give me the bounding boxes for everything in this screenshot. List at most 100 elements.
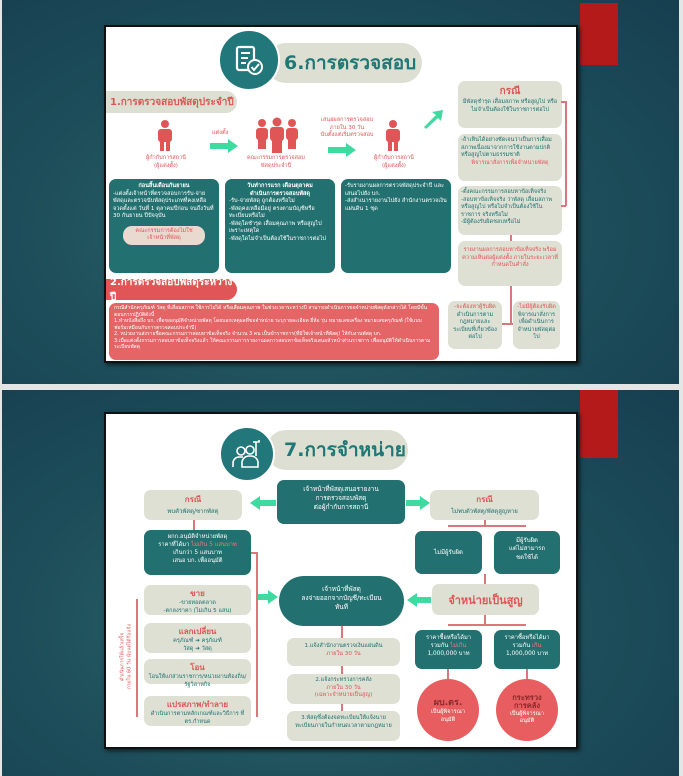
method-body: โอนให้แก่ส่วนราชการ/หน่วยงานท้องถิ่น/รัฐ… xyxy=(148,674,247,688)
diagonal-arrow-icon xyxy=(424,110,443,129)
box-action: พิจารณาสั่งการเพื่อจำหน่ายพัสดุ xyxy=(471,159,549,166)
committee-group-icon xyxy=(256,117,298,153)
approver-title: กระทรวง การคลัง xyxy=(512,693,542,711)
case-box: กรณี มีพัสดุชำรุด เสื่อมสภาพ หรือสูญไป ห… xyxy=(458,81,562,128)
committee-label: คณะกรรมการตรวจสอบ พัสดุประจำปี xyxy=(247,155,305,169)
case-title: กรณี xyxy=(184,495,202,504)
liable-unable-to-pay-box: มีผู้รับผิด แต่ไม่สามารถ ชดใช้ได้ xyxy=(494,531,560,574)
page-title: 6.การตรวจสอบ xyxy=(266,43,422,83)
connector-line xyxy=(448,624,526,626)
write-off-as-lost-box: จำหน่ายเป็นสูญ xyxy=(432,584,539,615)
liable-person-box: -จะต้องหาผู้รับผิด ดำเนินการตามกฎหมายและ… xyxy=(448,301,502,349)
step-text: 3.พัสดุซึ่งต้องจดทะเบียนให้แจ้งนายทะเบีย… xyxy=(295,715,392,729)
page-title: 7.การจำหน่าย xyxy=(266,430,408,470)
red-accent-tab xyxy=(580,3,618,65)
price-text: ราคาซื้อหรือได้มา รวมกัน xyxy=(425,635,472,650)
price-condition: เกิน xyxy=(532,643,542,650)
connector-line xyxy=(510,286,512,323)
supervisor-label: ผู้กำกับการสถานี (ผู้แต่งตั้ง) xyxy=(373,155,415,169)
approver-police-commissioner: ผบ.ตร. เป็นผู้พิจารณา อนุมัติ xyxy=(417,679,479,741)
box-first-workday-october: วันทำการแรก เดือนตุลาคม ดำเนินการตรวจสอบ… xyxy=(225,179,335,273)
red-accent-tab xyxy=(580,390,618,458)
step-text: 1.แจ้งสำนักงานตรวจเงินแผ่นดิน xyxy=(304,643,383,649)
price-under-limit-box: ราคาซื้อหรือได้มา รวมกัน ไม่เกิน 1,000,0… xyxy=(415,630,482,669)
box-body: -รับรายงานผลการตรวจพัสดุประจำปี และเสนอไ… xyxy=(345,183,447,212)
method-title: แลกเปลี่ยน xyxy=(178,627,217,636)
obvious-deterioration-box: -ถ้าเห็นได้อย่างชัดเจนว่าเป็นการเสื่อมสภ… xyxy=(458,134,562,181)
left-arrow-icon xyxy=(407,593,431,607)
approver-title: ผบ.ตร. xyxy=(433,698,463,709)
price-condition: ไม่เกิน xyxy=(450,643,467,650)
case-body: ไม่พบตัวพัสดุ/พัสดุสูญหาย xyxy=(451,508,518,515)
case-body: พบตัวพัสดุ/ซากพัสดุ xyxy=(167,508,219,515)
box-body: -ตั้งคณะกรรมการสอบหาข้อเท็จจริง -สอบหาข้… xyxy=(461,189,553,226)
right-arrow-icon xyxy=(328,143,356,157)
price-amount: 1,000,000 บาท xyxy=(505,651,549,658)
left-arrow-icon xyxy=(250,496,276,510)
slide-disposal[interactable]: 7.การจำหน่าย เจ้าหน้าที่พัสดุเสนอรายงาน … xyxy=(104,412,578,749)
method-title: ขาย xyxy=(190,589,205,598)
box-body: -รับ-จ่ายพัสดุ ถูกต้องหรือไม่ -พัสดุคงเห… xyxy=(229,198,326,242)
slide-inspection[interactable]: 6.การตรวจสอบ 1.การตรวจสอบพัสดุประจำปี ผู… xyxy=(104,25,578,363)
report-findings-box: รายงานผลการสอบหาข้อเท็จจริง พร้อมความเห็… xyxy=(458,241,562,286)
connector-line xyxy=(502,323,519,325)
step-deadline: ภายใน 30 วัน (เฉพาะจำหน่ายเป็นสูญ) xyxy=(314,684,373,699)
price-text: ราคาซื้อหรือได้มา รวมกัน xyxy=(504,635,550,650)
method-body: -ขายทอดตลาด -ตกลงราคา (ไม่เกิน 5 แสน) xyxy=(163,600,232,614)
case-title: กรณี xyxy=(476,495,493,504)
case-not-found-box: กรณี ไม่พบตัวพัสดุ/พัสดุสูญหาย xyxy=(430,490,539,520)
case-found-box: กรณี พบตัวพัสดุ/ซากพัสดุ xyxy=(144,490,242,520)
method-body: ดำเนินการตามหลักเกณฑ์และวิธีการ ที่ ตร.ก… xyxy=(150,711,245,725)
bracket-line xyxy=(561,205,566,207)
case-body: มีพัสดุชำรุด เสื่อมสภาพ หรือสูญไป หรือไม… xyxy=(462,99,558,113)
approve-text: เกินกว่า 5 แสนบาท เสนอ บก. เพื่ออนุมัติ xyxy=(172,550,223,565)
appoint-label: แต่งตั้ง xyxy=(212,130,229,136)
step-notify-audit: 1.แจ้งสำนักงานตรวจเงินแผ่นดิน ภายใน 30 ว… xyxy=(287,638,400,666)
box-body: ดำเนินการตามกฎหมายและระเบียบที่เกี่ยวข้อ… xyxy=(453,311,497,341)
price-amount: 1,000,000 บาท xyxy=(427,651,470,658)
step-deadline: ภายใน 30 วัน xyxy=(326,650,361,657)
box-body: -แต่งตั้งเจ้าหน้าที่ตรวจสอบการรับ-จ่าย พ… xyxy=(113,190,214,220)
document-check-icon xyxy=(218,29,280,91)
right-arrow-icon xyxy=(210,139,238,153)
connector-line xyxy=(251,552,257,554)
box-heading: ก่อนสิ้นเดือนกันยายน xyxy=(138,183,190,189)
box-body: รายงานผลการสอบหาข้อเท็จจริง พร้อมความเห็… xyxy=(462,247,558,269)
section-midyear-inspection: 2.การตรวจสอบพัสดุระหว่างปี xyxy=(106,277,237,303)
box-heading: -ไม่มีผู้ต้องรับผิด xyxy=(517,304,556,310)
no-liable-person-box: -ไม่มีผู้ต้องรับผิด พิจารณาสั่งการเพื่อด… xyxy=(513,301,560,349)
case-title: กรณี xyxy=(499,86,521,97)
approver-body: เป็นผู้พิจารณา อนุมัติ xyxy=(509,710,544,725)
connector-line xyxy=(484,520,486,526)
approve-text: ราคาที่ได้มา xyxy=(158,542,192,549)
connector-line xyxy=(448,525,526,527)
officer-with-tool-icon xyxy=(219,426,275,482)
section-annual-inspection: 1.การตรวจสอบพัสดุประจำปี xyxy=(106,91,237,113)
method-title: แปรสภาพ/ทำลาย xyxy=(166,700,229,709)
method-destroy: แปรสภาพ/ทำลาย ดำเนินการตามหลักเกณฑ์และวิ… xyxy=(144,696,251,726)
supervisor-person-icon xyxy=(158,120,172,151)
approver-finance-ministry: กระทรวง การคลัง เป็นผู้พิจารณา อนุมัติ xyxy=(496,679,558,741)
no-liable-box: ไม่มีผู้รับผิด xyxy=(415,531,482,574)
box-heading: วันทำการแรก เดือนตุลาคม ดำเนินการตรวจสอบ… xyxy=(247,183,313,197)
connector-line xyxy=(484,574,486,584)
step-notify-finance: 2.แจ้งกระทรวงการคลัง ภายใน 30 วัน (เฉพาะ… xyxy=(287,674,400,704)
bracket-line xyxy=(136,599,138,717)
step-registered-items: 3.พัสดุซึ่งต้องจดทะเบียนให้แจ้งนายทะเบีย… xyxy=(287,711,400,741)
midyear-procedure-text: กรณีสำนักครุภัณฑ์ วัสดุ ที่เสื่อมสภาพ ใช… xyxy=(109,303,439,360)
officer-report-box: เจ้าหน้าที่พัสดุเสนอรายงาน การตรวจสอบพัส… xyxy=(277,480,405,524)
approve-disposal-box: ผกก.อนุมัติจำหน่ายพัสดุ ราคาที่ได้มา ไม่… xyxy=(144,530,251,575)
box-heading: -จะต้องหาผู้รับผิด xyxy=(454,304,496,310)
box-body: พิจารณาสั่งการเพื่อดำเนินการจำหน่ายพัสดุ… xyxy=(517,311,556,341)
box-body: -ถ้าเห็นได้อย่างชัดเจนว่าเป็นการเสื่อมสภ… xyxy=(461,137,552,159)
connector-line xyxy=(484,615,486,625)
supervisor-label: ผู้กำกับการสถานี (ผู้แต่งตั้ง) xyxy=(145,155,187,169)
price-over-limit-box: ราคาซื้อหรือได้มา รวมกัน เกิน 1,000,000 … xyxy=(494,630,560,669)
supervisor-person-icon xyxy=(386,120,400,151)
committee-note: คณะกรรมการต้องไม่ใช่ เจ้าหน้าที่พัสดุ xyxy=(123,225,205,245)
connector-line xyxy=(526,669,528,681)
approve-text: ผกก.อนุมัติจำหน่ายพัสดุ xyxy=(167,534,228,540)
box-before-september: ก่อนสิ้นเดือนกันยายน -แต่งตั้งเจ้าหน้าที… xyxy=(109,179,219,273)
connector-line xyxy=(510,235,512,241)
bracket-line xyxy=(565,101,567,206)
